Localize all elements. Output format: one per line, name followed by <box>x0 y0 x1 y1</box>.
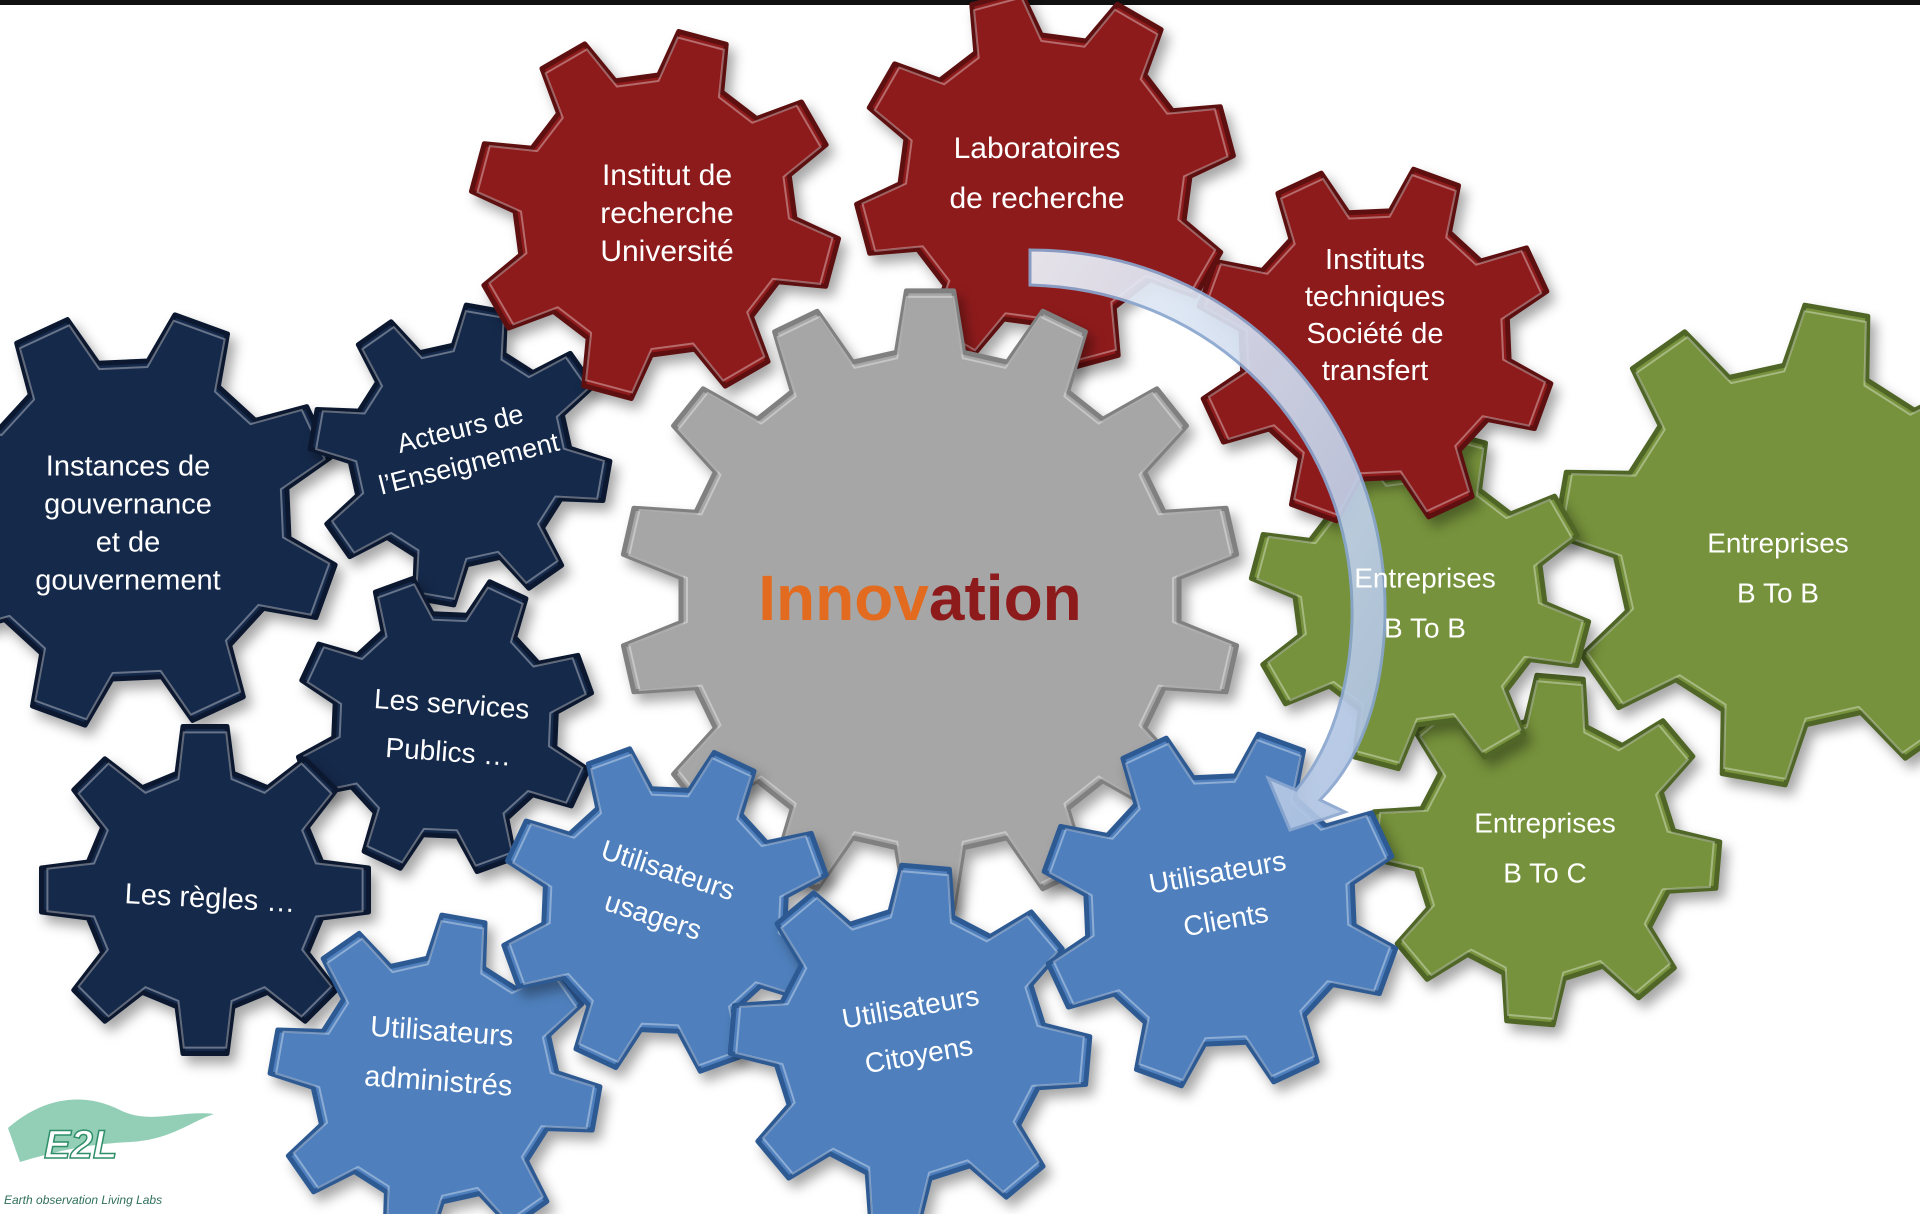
ent-btob-small-label-line: Entreprises <box>1354 562 1496 593</box>
usagers-gear <box>501 746 829 1074</box>
institut-label-line: recherche <box>600 197 733 230</box>
acteurs-gear <box>307 302 613 608</box>
ent-btob-large-label: Entreprises B To B <box>1707 527 1849 608</box>
laboratoires-gear-highlight <box>861 0 1229 364</box>
instances-label: Instances de gouvernance et de gouvernement <box>35 451 220 597</box>
e2l-logo: E2L Earth observation Living Labs <box>0 1070 230 1214</box>
laboratoires-label: Laboratoires de recherche <box>949 132 1124 215</box>
regles-gear-highlight <box>46 731 364 1049</box>
ent-btob-small-gear-highlight <box>1256 436 1584 764</box>
institut-gear-highlight <box>476 36 834 394</box>
instances-gear <box>0 312 338 728</box>
usagers-gear-highlight <box>508 753 822 1067</box>
ent-btoc-label-line: B To C <box>1503 857 1587 888</box>
institut-gear <box>469 29 841 401</box>
instances-label-line: gouvernance <box>44 489 212 521</box>
ent-btob-small-label-line: B To B <box>1384 612 1466 643</box>
instances-label-line: gouvernement <box>35 565 220 597</box>
laboratoires-label-line: Laboratoires <box>954 132 1121 165</box>
instituts-techniques-label-line: techniques <box>1305 281 1445 313</box>
innovation-gear <box>620 288 1240 912</box>
instances-gear-highlight <box>0 319 331 721</box>
logo-caption: Earth observation Living Labs <box>4 1193 162 1207</box>
innovation-title-part2: ation <box>929 562 1082 634</box>
ent-btob-large-label-line: Entreprises <box>1707 527 1849 558</box>
citoyens-gear-highlight <box>735 870 1085 1214</box>
ent-btoc-gear-highlight <box>1375 680 1715 1020</box>
institut-label-line: Institut de <box>602 159 732 192</box>
citoyens-gear <box>727 862 1093 1214</box>
services-gear <box>296 576 594 874</box>
laboratoires-label-line: de recherche <box>949 182 1124 215</box>
curved-arrow <box>1028 248 1387 832</box>
instituts-techniques-label-line: Société de <box>1306 318 1443 350</box>
acteurs-gear-highlight <box>314 309 606 601</box>
ent-btoc-gear <box>1367 672 1723 1028</box>
innovation-title-part1: Innov <box>758 562 929 634</box>
instituts-techniques-label-line: transfert <box>1322 355 1428 387</box>
services-gear-highlight <box>303 583 587 867</box>
ent-btoc-label: Entreprises B To C <box>1474 807 1616 888</box>
ent-btoc-label-line: Entreprises <box>1474 807 1616 838</box>
logo-swoosh <box>8 1099 214 1162</box>
ent-btob-large-label-line: B To B <box>1737 577 1819 608</box>
ent-btob-small-label: Entreprises B To B <box>1354 562 1496 643</box>
ent-btob-large-gear-highlight <box>1560 310 1920 780</box>
innovation-gear-highlight <box>628 295 1232 905</box>
instances-label-line: et de <box>96 527 161 559</box>
innovation-title: Innovation <box>758 562 1082 634</box>
clients-gear-highlight <box>1048 738 1392 1082</box>
administres-gear-highlight <box>274 919 596 1214</box>
institut-label-line: Université <box>600 235 733 268</box>
regles-gear <box>39 724 371 1056</box>
logo-mark: E2L <box>44 1123 117 1167</box>
administres-gear <box>267 912 603 1214</box>
top-border <box>0 0 1920 5</box>
instances-label-line: Instances de <box>46 451 210 483</box>
ent-btob-large-gear <box>1552 302 1920 788</box>
instituts-techniques-label-line: Instituts <box>1325 244 1425 276</box>
